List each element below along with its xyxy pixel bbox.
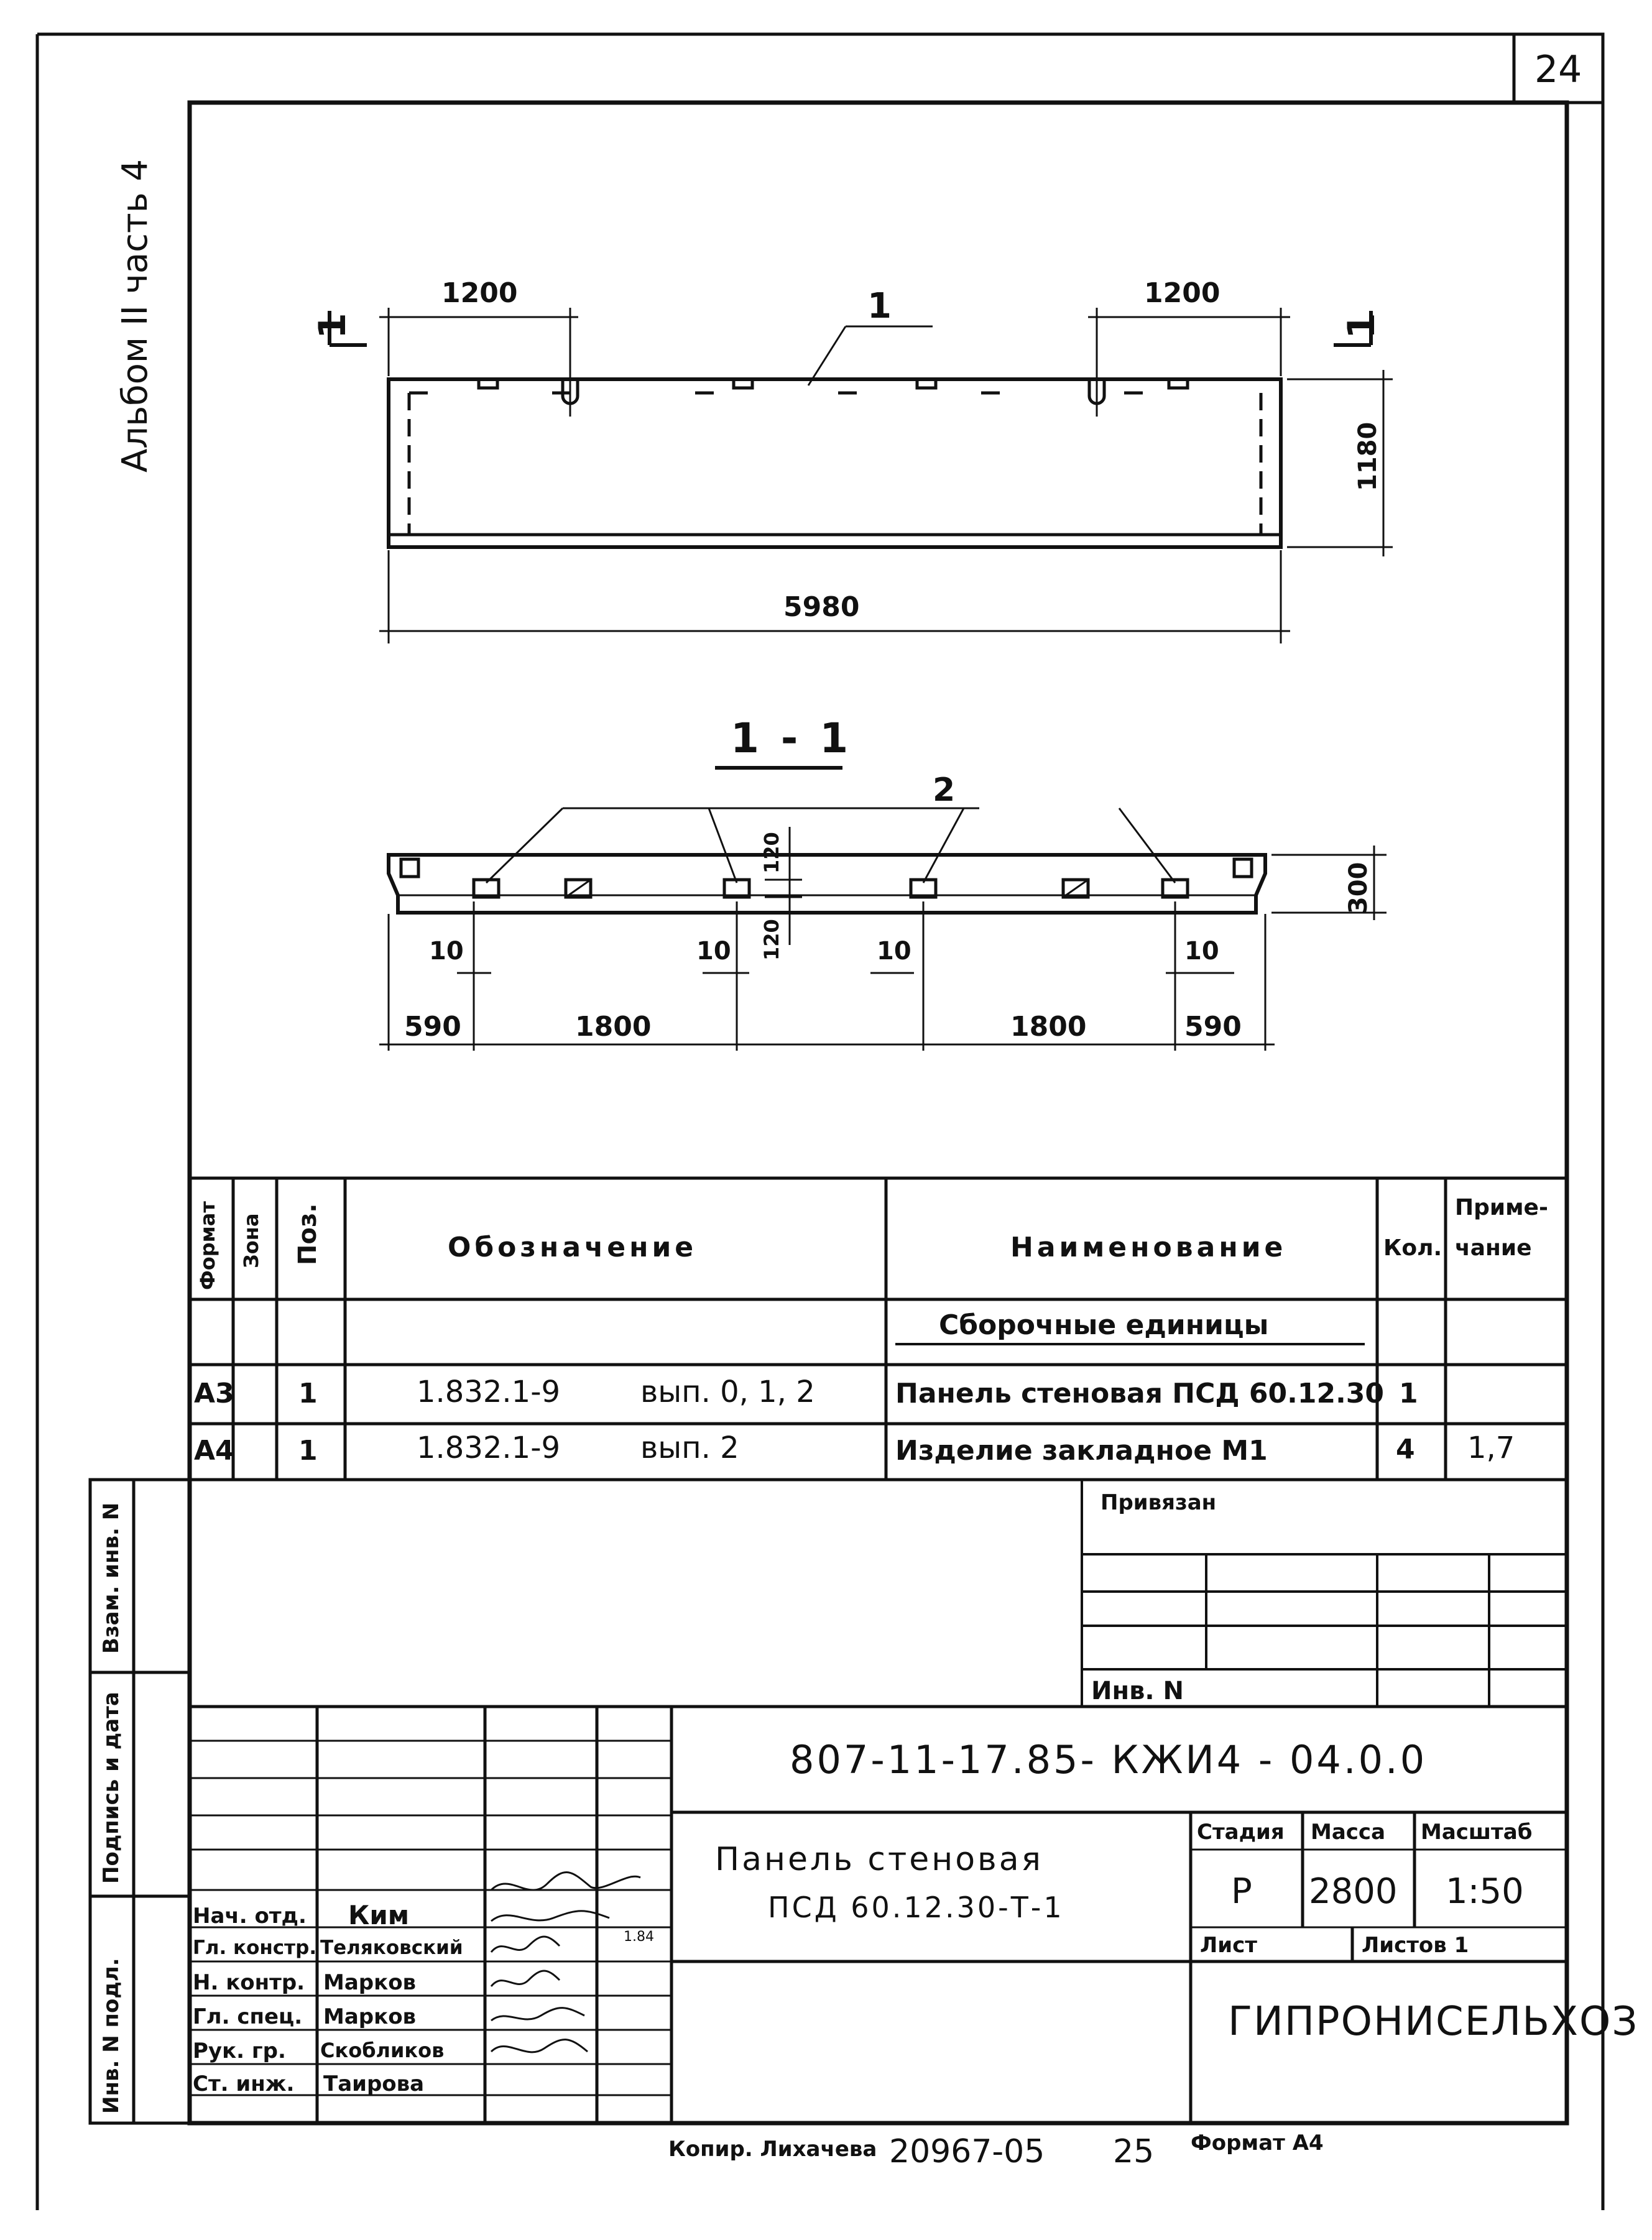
hdr-qty: Кол. xyxy=(1383,1235,1442,1261)
spec-table-lines xyxy=(190,1176,1567,1482)
callout-2: 2 xyxy=(933,772,956,809)
row2-name: Изделие закладное М1 xyxy=(895,1435,1268,1467)
dim-120-bottom: 120 xyxy=(760,919,783,961)
section-marker-left: 1 xyxy=(311,313,354,339)
hdr-pos: Поз. xyxy=(293,1203,322,1265)
group-assembly-units: Сборочные единицы xyxy=(939,1309,1269,1341)
section-title: 1 - 1 xyxy=(731,714,852,762)
scale-value: 1:50 xyxy=(1446,1871,1524,1912)
stage-label: Стадия xyxy=(1197,1820,1285,1845)
binding-inv-label: Инв. N xyxy=(1091,1677,1184,1705)
row2-designation: 1.832.1-9 xyxy=(417,1431,561,1465)
doc-code: 807-11-17.85- КЖИ4 - 04.0.0 xyxy=(790,1737,1428,1782)
hdr-name: Наименование xyxy=(1010,1232,1287,1263)
sheet-label: Лист xyxy=(1200,1933,1257,1958)
row1-issue: вып. 0, 1, 2 xyxy=(640,1375,815,1409)
sheets-label: Листов 1 xyxy=(1362,1933,1469,1958)
side-strip-lines xyxy=(88,1478,192,2125)
signer-name: Марков xyxy=(323,1970,417,1995)
signatures xyxy=(490,1871,641,2053)
mass-label: Масса xyxy=(1311,1820,1386,1845)
signer-role: Ст. инж. xyxy=(193,2072,295,2096)
side-label-podpis: Подпись и дата xyxy=(99,1692,124,1884)
hdr-note-1: Приме- xyxy=(1455,1195,1548,1220)
row2-qty: 4 xyxy=(1396,1434,1415,1465)
hdr-designation: Обозначение xyxy=(448,1232,698,1263)
dim-1180: 1180 xyxy=(1354,422,1382,491)
dim-300: 300 xyxy=(1344,862,1373,915)
dim-10-c: 10 xyxy=(877,937,911,966)
stage-value: Р xyxy=(1231,1871,1252,1912)
date-mark: 1.84 xyxy=(624,1929,654,1945)
footer-copy: Копир. Лихачева xyxy=(668,2137,877,2162)
mass-value: 2800 xyxy=(1309,1871,1398,1912)
row1-name: Панель стеновая ПСД 60.12.30 xyxy=(895,1378,1385,1409)
signer-role: Гл. констр. xyxy=(193,1937,317,1959)
footer-format: Формат А4 xyxy=(1191,2131,1324,2155)
inner-frame xyxy=(187,100,1569,2126)
hdr-zone: Зона xyxy=(239,1213,263,1268)
binding-label: Привязан xyxy=(1101,1490,1217,1515)
signer-role: Рук. гр. xyxy=(193,2039,286,2063)
row2-issue: вып. 2 xyxy=(640,1431,739,1465)
dim-590-right: 590 xyxy=(1184,1011,1242,1043)
row1-qty: 1 xyxy=(1399,1378,1418,1409)
panel-plan xyxy=(328,308,1393,643)
row2-format: А4 xyxy=(194,1435,234,1467)
dim-1800-left: 1800 xyxy=(575,1011,652,1043)
side-label-inv-podl: Инв. N подл. xyxy=(99,1958,124,2114)
dim-1200-left: 1200 xyxy=(441,277,518,309)
row1-designation: 1.832.1-9 xyxy=(417,1375,561,1409)
signer-role: Гл. спец. xyxy=(193,2004,303,2029)
side-label-vzam: Взам. инв. N xyxy=(99,1502,124,1654)
dim-10-d: 10 xyxy=(1184,937,1219,966)
panel-section xyxy=(379,766,1387,1051)
scale-label: Масштаб xyxy=(1421,1820,1533,1845)
product-name-line1: Панель стеновая xyxy=(715,1841,1043,1878)
row1-pos: 1 xyxy=(298,1378,318,1409)
title-block-lines xyxy=(190,1705,1567,2123)
signer-name: Таирова xyxy=(323,2072,425,2096)
footer-page: 25 xyxy=(1113,2133,1155,2170)
dim-10-b: 10 xyxy=(696,937,731,966)
footer-order: 20967-05 xyxy=(889,2133,1045,2170)
signer-name: Скобликов xyxy=(320,2039,445,2062)
dim-1200-right: 1200 xyxy=(1144,277,1221,309)
signer-name: Теляковский xyxy=(320,1937,463,1959)
section-marker-right: 1 xyxy=(1340,313,1383,339)
callout-1: 1 xyxy=(867,286,892,326)
dim-10-a: 10 xyxy=(429,937,464,966)
row1-format: А3 xyxy=(194,1378,234,1409)
dim-1800-right: 1800 xyxy=(1010,1011,1087,1043)
signer-role: Нач. отд. xyxy=(193,1904,307,1929)
sheet-number: 24 xyxy=(1534,48,1582,91)
signer-name: Марков xyxy=(323,2004,417,2029)
row2-pos: 1 xyxy=(298,1435,318,1467)
hdr-format: Формат xyxy=(196,1201,219,1290)
dim-590-left: 590 xyxy=(404,1011,461,1043)
product-name-line2: ПСД 60.12.30-Т-1 xyxy=(768,1891,1064,1924)
signer-name: Ким xyxy=(348,1900,410,1930)
signer-role: Н. контр. xyxy=(193,1970,305,1995)
organization: ГИПРОНИСЕЛЬХОЗ xyxy=(1228,1999,1639,2045)
hdr-note-2: чание xyxy=(1455,1235,1532,1261)
dim-5980: 5980 xyxy=(783,591,860,623)
row2-note: 1,7 xyxy=(1467,1431,1515,1465)
binding-box-lines xyxy=(1081,1480,1567,1707)
dim-120-top: 120 xyxy=(760,832,783,873)
album-label: Альбом II часть 4 xyxy=(115,159,155,472)
